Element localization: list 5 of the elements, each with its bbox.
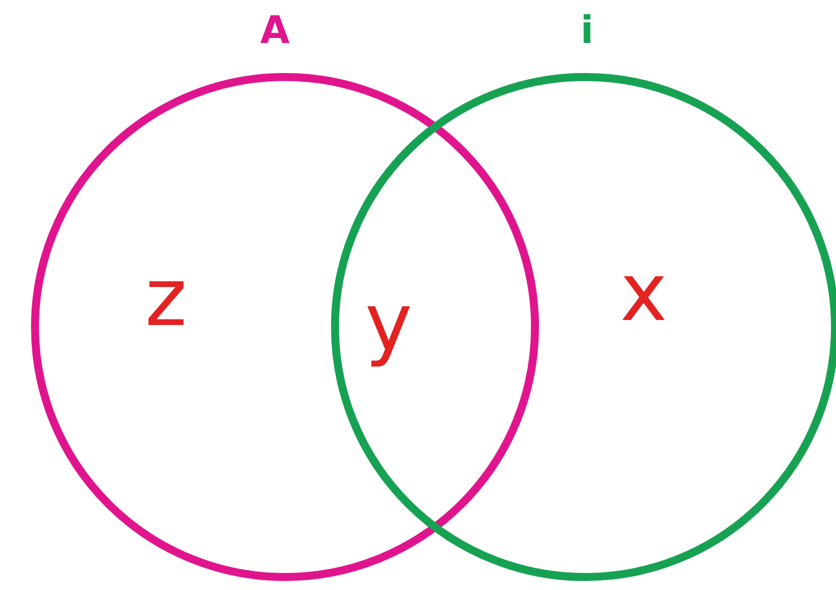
set-label: A xyxy=(260,8,290,52)
region-label: x xyxy=(620,250,668,336)
region-label: z xyxy=(145,255,187,341)
region-label: y xyxy=(365,280,412,366)
set-label: i xyxy=(580,8,594,52)
